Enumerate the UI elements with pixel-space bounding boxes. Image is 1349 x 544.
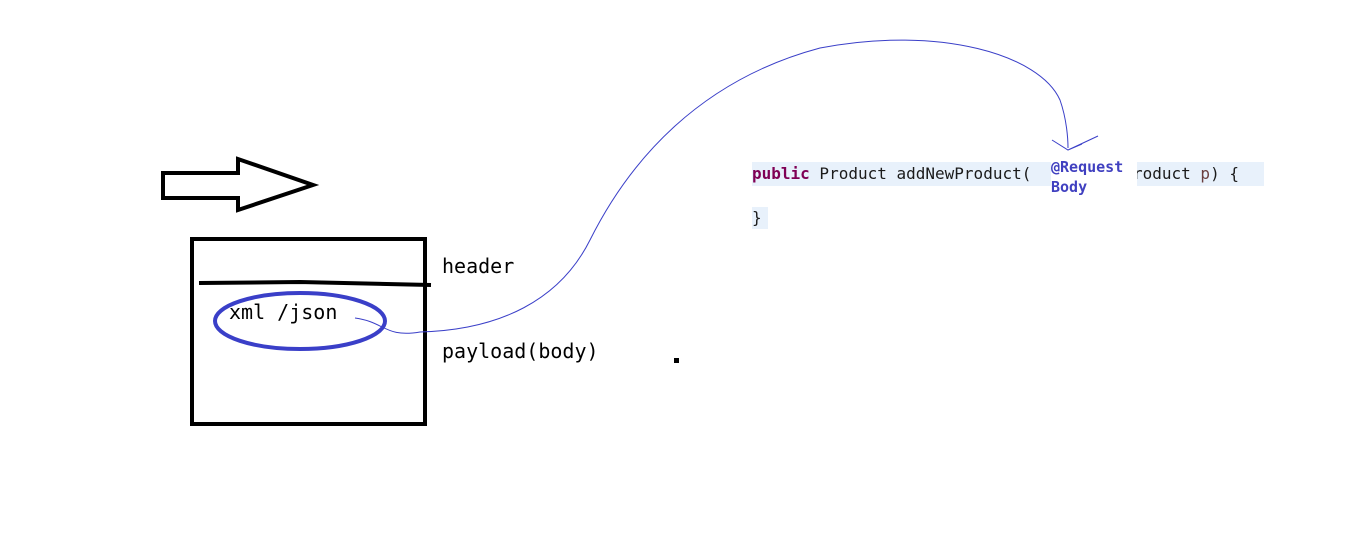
- format-label: xml /json: [229, 300, 338, 324]
- right-arrow-shape: [161, 156, 320, 213]
- annotation-line-2: Body: [1051, 178, 1088, 196]
- code-closing-brace: }: [752, 208, 762, 227]
- code-param-name: p: [1200, 164, 1211, 183]
- code-line-method: public Product addNewProduct( Product p) …: [752, 162, 1264, 186]
- code-tail: ) {: [1210, 164, 1239, 183]
- format-ellipse: [213, 291, 387, 351]
- header-label: header: [442, 254, 515, 278]
- dot-mark: [674, 358, 679, 363]
- code-signature: Product addNewProduct(: [809, 164, 1032, 183]
- code-keyword: public: [752, 164, 810, 183]
- connector-curve: [354, 39, 1069, 334]
- request-body-annotation: @Request Body: [1051, 157, 1137, 197]
- code-param-type: Product: [1123, 164, 1201, 183]
- header-divider: [198, 279, 432, 287]
- annotation-line-1: @Request: [1051, 158, 1124, 176]
- payload-label: payload(body): [442, 339, 599, 363]
- connector-arrowhead: [1051, 135, 1099, 151]
- message-box: [190, 237, 427, 426]
- code-line-closing: }: [752, 207, 768, 229]
